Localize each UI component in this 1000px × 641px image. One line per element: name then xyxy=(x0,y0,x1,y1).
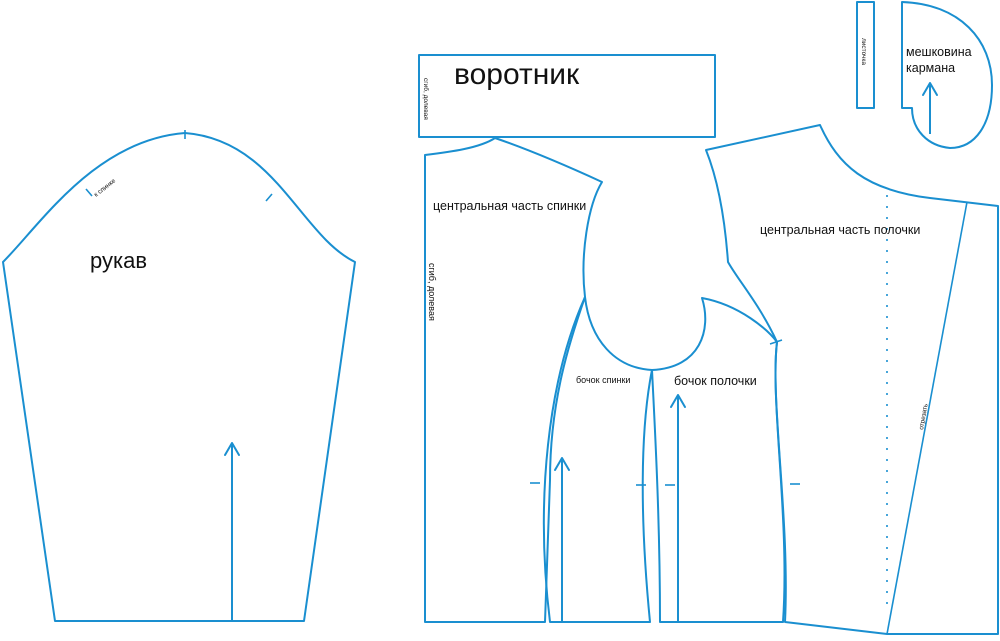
back-side-label: бочок спинки xyxy=(576,375,630,385)
cut-off-label: отрезать xyxy=(918,403,930,431)
collar-fold-label: сгиб, долевая xyxy=(422,78,430,120)
front-side-outline xyxy=(651,297,786,623)
sleeve-grain-arrow-icon xyxy=(224,442,240,456)
front-side-label: бочок полочки xyxy=(674,374,757,388)
back-center-label: центральная часть спинки xyxy=(433,199,586,213)
pocket-bag-label-line1: мешковина xyxy=(906,45,972,59)
sleeve-outline xyxy=(2,132,356,622)
collar-piece: воротник сгиб, долевая xyxy=(418,54,716,138)
welt-piece: листочка xyxy=(856,1,875,109)
front-center-label: центральная часть полочки xyxy=(760,223,920,237)
welt-label: листочка xyxy=(860,38,867,65)
pocket-grain-arrow-icon xyxy=(922,82,938,96)
sleeve-piece: рукав к спинке xyxy=(2,130,356,622)
front-cutoff-line xyxy=(886,201,968,635)
pocket-bag-label-line2: кармана xyxy=(906,61,955,75)
pocket-bag-label: мешковина кармана xyxy=(906,45,975,75)
back-side-piece: бочок спинки xyxy=(530,296,653,623)
front-center-piece: центральная часть полочки отрезать xyxy=(705,124,999,635)
back-center-outline xyxy=(424,137,603,623)
pocket-bag-piece: мешковина кармана xyxy=(901,1,993,149)
back-side-grain-arrow-icon xyxy=(554,457,570,471)
pocket-bag-outline xyxy=(901,1,993,149)
front-side-grain-arrow-icon xyxy=(670,394,686,408)
back-fold-label: сгиб, долевая xyxy=(427,263,437,321)
sleeve-notch-back xyxy=(85,188,93,197)
front-center-outline xyxy=(705,124,999,635)
front-side-piece: бочок полочки xyxy=(651,297,800,623)
collar-label: воротник xyxy=(454,58,580,91)
back-side-outline xyxy=(542,296,653,623)
collar-outline xyxy=(418,54,716,138)
back-center-piece: центральная часть спинки сгиб, долевая xyxy=(424,137,603,623)
welt-outline xyxy=(856,1,875,109)
sleeve-label: рукав xyxy=(90,248,147,273)
sleeve-notch-front xyxy=(265,193,273,202)
sleeve-notch-label: к спинке xyxy=(93,177,117,198)
